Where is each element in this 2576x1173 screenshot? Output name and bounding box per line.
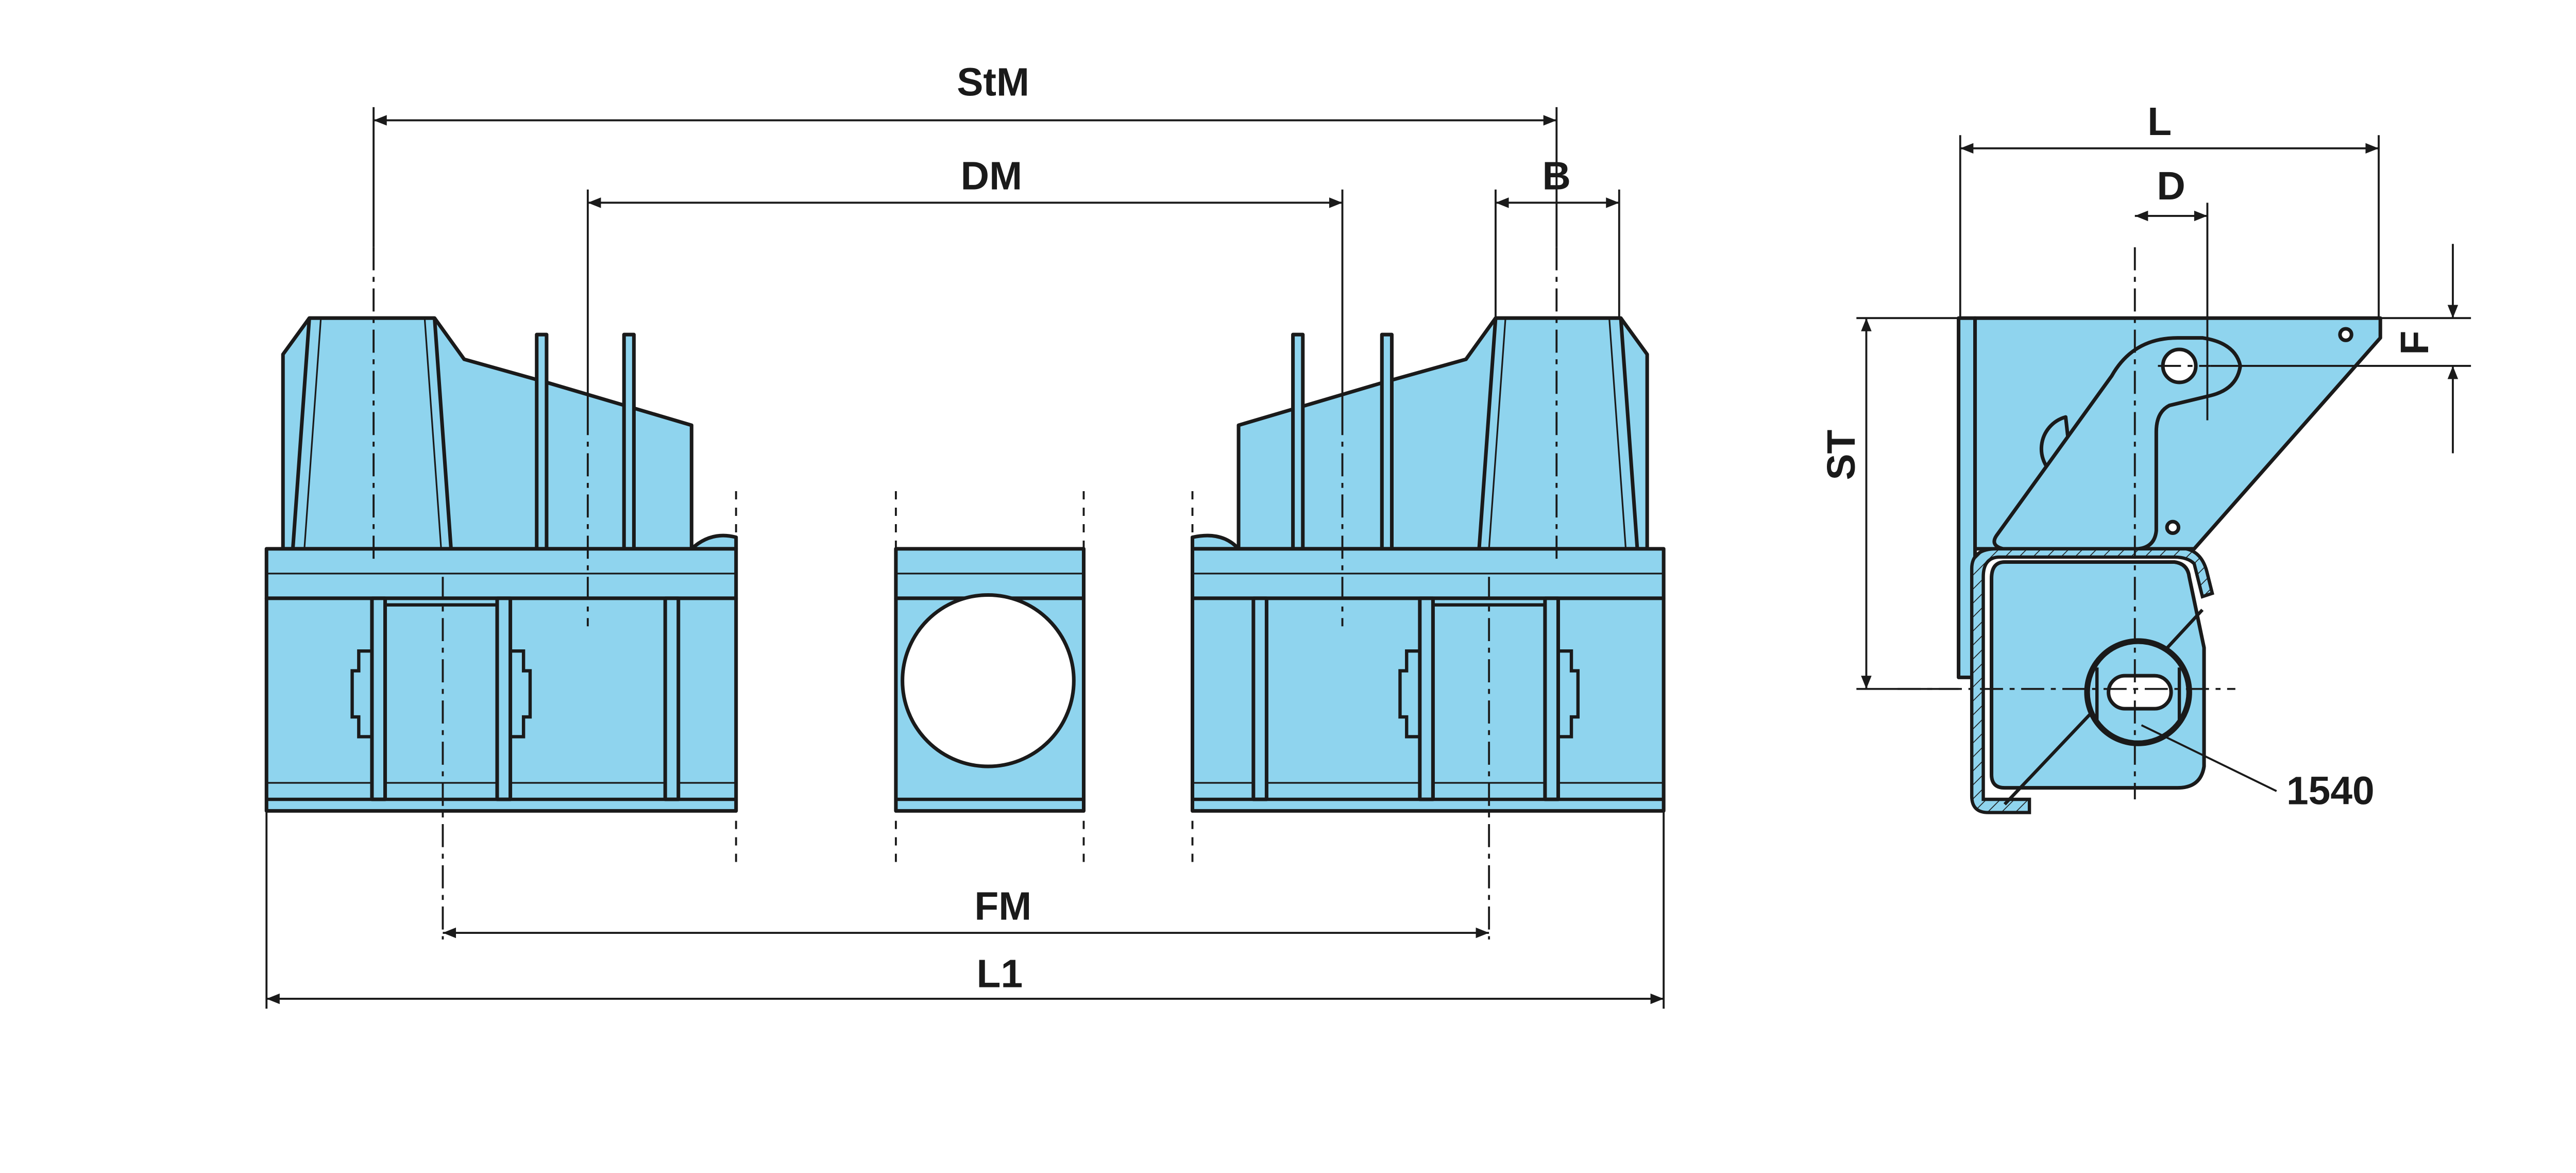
front-view-middle-section — [894, 547, 1086, 813]
callout-label-1540: 1540 — [2286, 769, 2375, 813]
front-view-dimensions: StM DM B FM L1 — [265, 60, 1665, 1009]
dimension-label-l1: L1 — [977, 952, 1023, 996]
front-view-centerlines — [372, 247, 1558, 940]
dimension-label-st: ST — [1820, 429, 1863, 480]
dimension-label-stm: StM — [957, 60, 1029, 104]
dimension-label-fm: FM — [974, 884, 1031, 928]
side-view-dimensions: L D F ST — [1820, 100, 2471, 690]
front-view-left-block — [264, 316, 738, 813]
side-view-bracket: 1540 — [1897, 247, 2382, 814]
dimension-label-dm: DM — [961, 155, 1022, 198]
dimension-label-b: B — [1543, 155, 1571, 198]
front-view-right-block — [1191, 316, 1666, 813]
dimension-label-f: F — [2393, 331, 2437, 355]
dimension-label-d: D — [2157, 164, 2185, 208]
dimension-label-l: L — [2147, 100, 2172, 144]
technical-drawing: StM DM B FM L1 1540 L — [264, 60, 2471, 1009]
